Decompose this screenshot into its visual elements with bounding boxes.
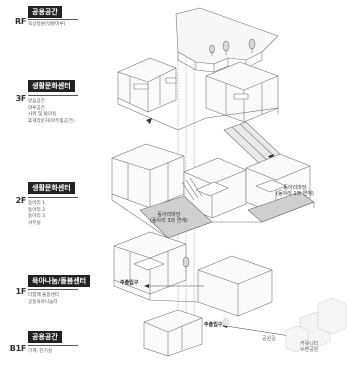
dongari-yard-left-title: 동아리마당: [157, 212, 181, 218]
floor-item: 방음공간: [28, 99, 45, 104]
main-entrance-lower-label: 주출입구: [204, 322, 223, 328]
floor-items: 다함께 돌봄센터 공동육아나눔터: [28, 293, 108, 306]
floor-item: 사무실: [28, 220, 41, 226]
community-label-line2: 수변공원: [300, 347, 319, 353]
floor-code: B1F: [9, 344, 27, 353]
floor-item: 휴게라운지(마주침공간): [28, 118, 74, 124]
floor-item: 동아리 1: [28, 201, 46, 206]
floor-title: 생활문화센터: [28, 182, 75, 194]
floor-rule: [28, 95, 78, 96]
floor-code: 2F: [15, 196, 27, 205]
roof-level: [175, 7, 279, 73]
floor-item: 기계, 전기실: [28, 349, 53, 354]
floor-item: 사워 및 탈의실: [28, 112, 57, 117]
floor-item: 마루공간: [28, 105, 45, 111]
floor-item: 동아리 2: [28, 207, 46, 213]
community-label-line1: 커뮤니티: [300, 341, 319, 347]
dongari-yard-left-subtitle: (동아리 3과 연계): [150, 218, 188, 224]
floor-code: 3F: [15, 94, 27, 103]
dongari-yard-left-label: 동아리마당 (동아리 3과 연계): [150, 212, 188, 224]
park-path-label: 공원길: [262, 336, 276, 342]
floor-items: 옥상정원(텃밭마루): [28, 22, 108, 29]
floor-title: 생활문화센터: [28, 80, 75, 92]
context-buildings: [222, 297, 347, 353]
floor-items: 동아리 1 동아리 2 동아리 3 사무실: [28, 201, 108, 227]
floor-item: 공동육아나눔터: [28, 299, 58, 305]
floor-items: 기계, 전기실: [28, 349, 108, 356]
third-floor: [117, 57, 283, 165]
floor-item: 다함께 돌봄센터: [28, 293, 60, 298]
floor-rule: [28, 345, 78, 346]
floor-items: 방음공간 마루공간 사워 및 탈의실 휴게라운지(마주침공간): [28, 99, 108, 125]
floor-title: 육아나눔/돌봄센터: [28, 275, 91, 287]
dongari-yard-right-subtitle: (동아리 1과 연계): [276, 191, 314, 197]
floor-item: 옥상정원(텃밭마루): [28, 22, 66, 27]
floor-rule: [28, 19, 78, 20]
floor-code: RF: [14, 17, 26, 26]
dongari-yard-right-title: 동아리마당: [283, 185, 307, 191]
floor-code: 1F: [15, 287, 27, 296]
first-floor: [113, 231, 291, 337]
floor-item: 동아리 3: [28, 214, 46, 219]
second-floor: [111, 143, 315, 239]
floor-rule: [28, 289, 78, 290]
floor-title: 공용공간: [28, 6, 62, 18]
basement-floor: [143, 309, 203, 357]
floor-rule: [28, 197, 78, 198]
dongari-yard-right-label: 동아리마당 (동아리 1과 연계): [276, 185, 314, 197]
floor-title: 공용공간: [28, 331, 62, 343]
community-label: 커뮤니티 수변공원: [300, 341, 318, 353]
main-entrance-upper-label: 주출입구: [120, 280, 139, 286]
